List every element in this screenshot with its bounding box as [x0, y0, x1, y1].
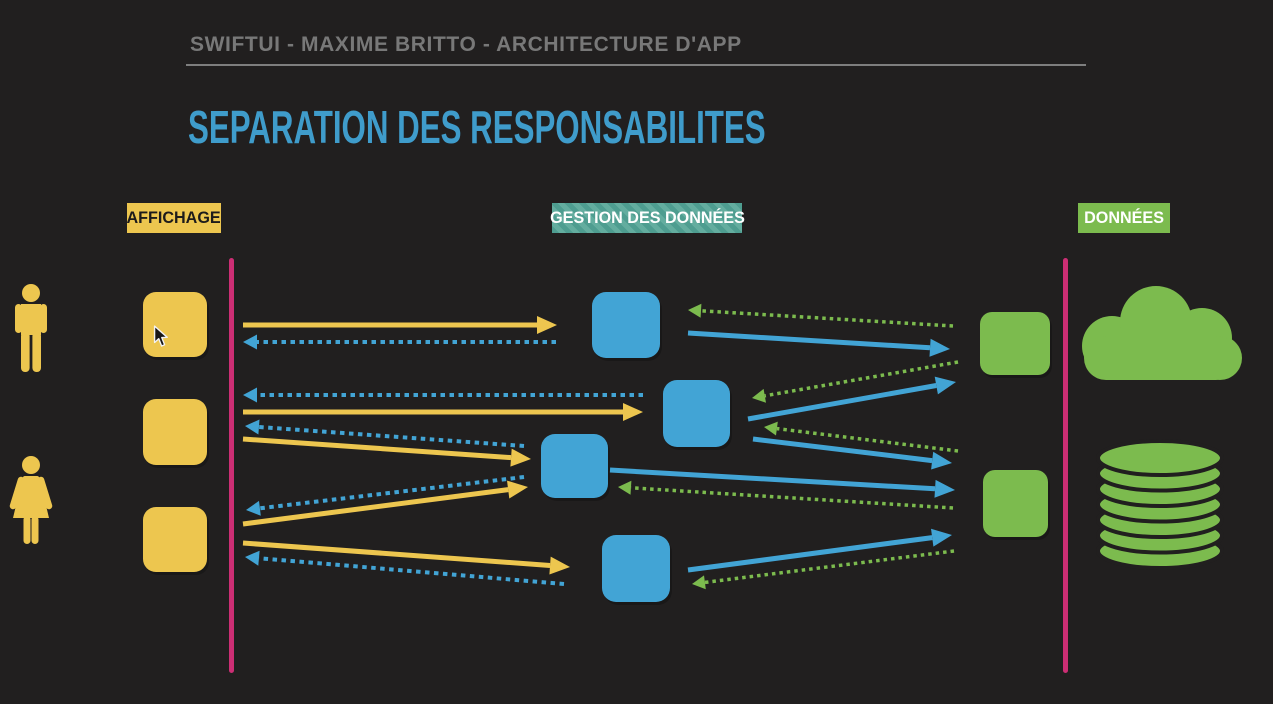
arrow-green-dotted [764, 421, 959, 453]
arrow-green-dotted [752, 360, 959, 403]
view-box [143, 507, 207, 572]
arrow-blue-solid [687, 330, 950, 357]
man-icon [15, 284, 47, 372]
data-store-box [983, 470, 1048, 537]
header-subtitle: SWIFTUI - MAXIME BRITTO - ARCHITECTURE D… [190, 33, 742, 56]
arrow-blue-dotted [245, 550, 565, 586]
arrow-blue-dotted [243, 334, 556, 350]
arrow-yellow-solid [242, 480, 528, 527]
database-icon [1096, 439, 1224, 570]
arrow-blue-solid [752, 436, 952, 470]
arrow-yellow-solid [243, 316, 557, 334]
arrow-blue-dotted [246, 475, 525, 516]
viewmodel-box [592, 292, 660, 358]
cursor-icon [153, 325, 168, 347]
arrow-yellow-solid [243, 403, 643, 421]
cloud-icon [1082, 286, 1242, 380]
separator-affichage [229, 258, 234, 673]
arrow-blue-dotted [245, 419, 525, 448]
viewmodel-box [663, 380, 730, 447]
column-label-affichage: AFFICHAGE [127, 203, 221, 233]
arrow-yellow-solid [242, 436, 531, 467]
header-rule [186, 64, 1086, 66]
viewmodel-box [602, 535, 670, 602]
woman-icon [9, 456, 53, 544]
view-box [143, 399, 207, 465]
arrow-green-dotted [618, 480, 954, 510]
arrow-blue-solid [609, 467, 955, 498]
column-label-donnees: DONNÉES [1078, 203, 1170, 233]
data-store-box [980, 312, 1050, 375]
page-title: SEPARATION DES RESPONSABILITES [188, 101, 766, 153]
arrow-green-dotted [688, 303, 954, 328]
arrow-blue-dotted [243, 387, 643, 403]
view-box [143, 292, 207, 357]
separator-donnees [1063, 258, 1068, 673]
arrow-yellow-solid [242, 540, 570, 575]
viewmodel-box [541, 434, 608, 498]
arrow-green-dotted [692, 549, 955, 590]
arrow-blue-solid [747, 376, 956, 422]
arrow-blue-solid [687, 528, 952, 573]
column-label-gestion-des-donnees: GESTION DES DONNÉES [550, 203, 744, 233]
